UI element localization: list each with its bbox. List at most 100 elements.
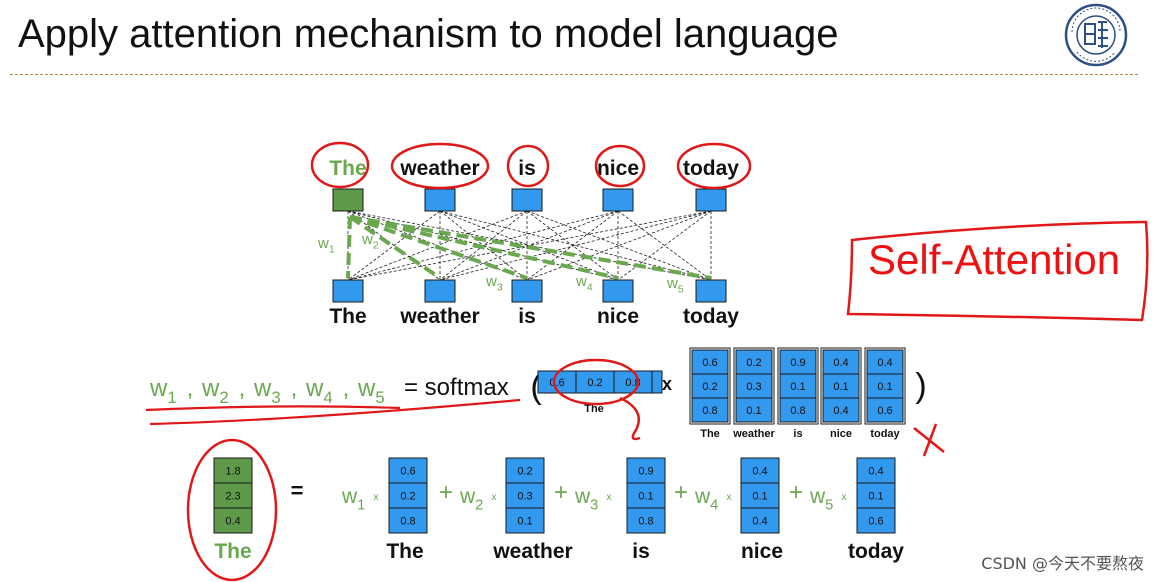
key-column-cell (735, 349, 773, 375)
bottom-word: nice (597, 305, 639, 328)
term-vector-value: 0.3 (517, 490, 532, 502)
key-column-value: 0.8 (790, 405, 805, 417)
term-vector-value: 0.1 (517, 515, 532, 527)
bottom-word: today (683, 305, 739, 328)
bottom-word: weather (399, 305, 479, 328)
key-column-cell (866, 397, 904, 423)
term-vector-value: 0.8 (400, 515, 415, 527)
plus-sign: + (439, 479, 453, 506)
slide-title: Apply attention mechanism to model langu… (18, 12, 839, 56)
attention-line (346, 216, 352, 279)
bottom-word: is (518, 305, 536, 328)
query-vector-label: The (584, 403, 604, 415)
plus-sign: + (554, 479, 568, 506)
bottom-node (424, 279, 456, 303)
self-attention-box (846, 220, 1149, 322)
key-column-value: 0.4 (877, 357, 892, 369)
equation-weight: w2 (201, 375, 229, 407)
term-vector-value: 0.8 (638, 515, 653, 527)
attention-line (349, 215, 619, 280)
term-vector-value: 0.1 (752, 490, 767, 502)
query-vector-value: 0.6 (549, 377, 564, 389)
query-vector-cell (651, 370, 663, 394)
connection-line (439, 210, 712, 281)
close-paren: ) (915, 367, 926, 405)
key-column-value: 0.8 (702, 405, 717, 417)
key-column-label: today (870, 428, 900, 440)
term-vector-cell (626, 507, 666, 534)
query-vector-value: 0.2 (587, 377, 602, 389)
bottom-node (602, 279, 634, 303)
annotation-circle (676, 142, 752, 190)
times-sign: x (607, 492, 612, 503)
top-node (424, 188, 456, 212)
key-column-value: 0.1 (877, 381, 892, 393)
term-weight: w4 (694, 485, 718, 513)
key-column-value: 0.6 (877, 405, 892, 417)
term-vector-cell (388, 482, 428, 509)
top-word: today (683, 157, 739, 180)
term-vector-cell (740, 507, 780, 534)
times-sign: x (492, 492, 497, 503)
times-sign: x (662, 374, 672, 394)
connection-line (347, 210, 441, 281)
result-vector-cell (213, 507, 253, 534)
annotation-circle (310, 141, 370, 189)
term-vector-cell (740, 457, 780, 484)
key-column-frame (733, 347, 775, 425)
term-weight: w3 (574, 485, 598, 513)
key-column-frame (689, 347, 731, 425)
title-divider (10, 74, 1138, 75)
connection-line (526, 210, 712, 281)
equation-weight: w5 (357, 375, 385, 407)
key-column-frame (864, 347, 906, 425)
key-column-cell (779, 373, 817, 399)
comma: , (291, 375, 298, 402)
term-vector-value: 0.9 (638, 465, 653, 477)
term-vector-value: 0.4 (752, 515, 767, 527)
result-vector-value: 2.3 (225, 490, 240, 502)
comma: , (187, 375, 194, 402)
bottom-node (695, 279, 727, 303)
key-column-cell (822, 349, 860, 375)
term-vector-cell (388, 507, 428, 534)
annotation-circle (552, 358, 640, 406)
key-column-label: weather (732, 428, 775, 440)
key-column-frame (777, 347, 819, 425)
result-label: The (214, 540, 251, 563)
term-weight: w5 (809, 485, 833, 513)
term-vector-value: 0.2 (400, 490, 415, 502)
times-sign: x (374, 492, 379, 503)
key-column-cell (822, 397, 860, 423)
equals-sign: = (291, 478, 304, 503)
connection-line (526, 210, 712, 281)
bottom-node (511, 279, 543, 303)
connection-line (617, 210, 712, 281)
plus-sign: + (789, 479, 803, 506)
term-vector-cell (505, 507, 545, 534)
comma: , (343, 375, 350, 402)
term-vector-value: 0.1 (868, 490, 883, 502)
top-node (695, 188, 727, 212)
key-column-cell (691, 397, 729, 423)
top-node (511, 188, 543, 212)
connection-line (347, 210, 712, 281)
equation-weight: w3 (253, 375, 281, 407)
key-column-cell (779, 397, 817, 423)
annotation-circle (506, 144, 550, 188)
term-label: weather (492, 540, 572, 563)
bottom-node (332, 279, 364, 303)
equation-weight: w1 (149, 375, 177, 407)
term-vector-cell (856, 457, 896, 484)
key-column-value: 0.3 (746, 381, 761, 393)
underline-annotation (149, 398, 521, 426)
key-column-cell (735, 397, 773, 423)
term-vector-value: 0.6 (400, 465, 415, 477)
term-vector-value: 0.1 (638, 490, 653, 502)
term-vector-cell (856, 482, 896, 509)
top-word: nice (597, 157, 639, 180)
key-column-label: nice (830, 428, 852, 440)
connection-line (439, 210, 712, 281)
edge-weight-label: w1 (317, 235, 335, 256)
